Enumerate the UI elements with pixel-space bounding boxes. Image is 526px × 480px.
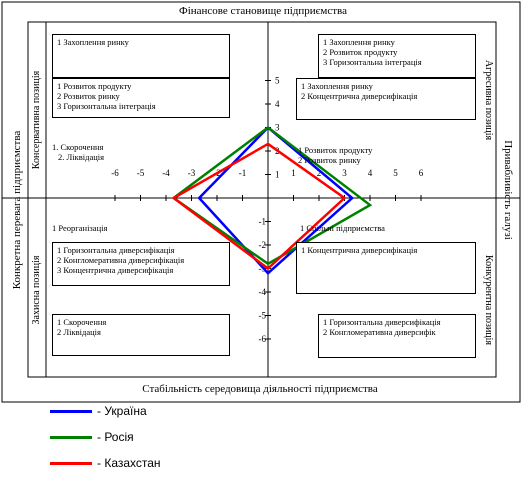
label-defensive: Захисна позиція (31, 255, 42, 324)
x-tick-label: 1 (291, 168, 296, 178)
y-tick-label: -6 (259, 334, 267, 344)
box-tl-mid-line: 3 Горизонтальна інтеграція (57, 101, 156, 111)
box-tl-top: 1 Захоплення ринку (52, 34, 230, 78)
box-bl-top-line: 1 Реорганізація (52, 223, 108, 233)
box-bl-mid: 1 Горизонтальна диверсифікація 2 Конглом… (52, 242, 230, 286)
box-br-low-line: 1 Горизонтальна диверсифікація (323, 317, 441, 327)
box-tr-mid-line: 2 Концентрична диверсифікація (301, 91, 418, 101)
y-tick-label: 4 (275, 99, 280, 109)
title-left: Конкретна перевага підприємства (11, 131, 23, 290)
title-bottom: Стабільність середовища діяльності підпр… (142, 383, 378, 395)
box-tr-top-line: 3 Горизонтальна інтеграція (323, 57, 422, 67)
legend-line-russia (50, 436, 92, 439)
x-tick-label: 3 (342, 168, 347, 178)
box-bl-mid-line: 2 Конгломеративна диверсифікація (57, 255, 185, 265)
x-tick-label: 4 (368, 168, 373, 178)
box-tr-top-line: 2 Розвиток продукту (323, 47, 398, 57)
x-tick-label: -5 (137, 168, 145, 178)
series-polygon-1 (171, 125, 373, 266)
label-competitive: Конкурентна позиція (483, 255, 494, 345)
box-tl-low-line: 1. Скорочення (52, 142, 104, 152)
box-tr-low-line: 2 Розвиток ринку (298, 155, 361, 165)
box-br-mid: 1 Концентрична диверсифікація (296, 242, 476, 294)
box-tr-mid: 1 Захоплення ринку 2 Концентрична диверс… (296, 78, 476, 120)
y-tick-label: -5 (259, 311, 267, 321)
box-tr-top: 1 Захоплення ринку 2 Розвиток продукту 3… (318, 34, 476, 78)
box-tl-mid: 1 Розвиток продукту 2 Розвиток ринку 3 Г… (52, 78, 230, 118)
box-tr-low: 1 Розвиток продукту 2 Розвиток ринку (298, 145, 372, 165)
x-tick-label: -4 (162, 168, 170, 178)
legend-label-kazakhstan: - Казахстан (97, 456, 161, 470)
x-tick-label: -3 (188, 168, 196, 178)
title-top: Фінансове становище підприємства (179, 5, 347, 17)
box-bl-top: 1 Реорганізація (52, 223, 107, 233)
box-br-mid-line: 1 Концентрична диверсифікація (301, 245, 418, 255)
box-tr-low-line: 1 Розвиток продукту (298, 145, 373, 155)
box-bl-low-line: 1 Скорочення (57, 317, 107, 327)
x-tick-label: 6 (419, 168, 424, 178)
box-tr-mid-line: 1 Захоплення ринку (301, 81, 373, 91)
box-tl-mid-line: 2 Розвиток ринку (57, 91, 120, 101)
y-tick-label: -4 (259, 287, 267, 297)
outer-frame (1, 1, 521, 403)
box-tl-low: 1. Скорочення 2. Ліквідація (52, 142, 104, 162)
legend-line-ukraine (50, 410, 92, 413)
box-bl-low: 1 Скорочення 2 Ліквідація (52, 314, 230, 356)
legend-line-kazakhstan (50, 462, 92, 465)
box-tl-low-line: 2. Ліквідація (58, 152, 105, 162)
x-tick-label: -6 (111, 168, 119, 178)
box-bl-mid-line: 3 Концентрична диверсифікація (57, 265, 174, 275)
series-polygon-0 (197, 125, 355, 275)
x-tick-label: 5 (393, 168, 398, 178)
box-tl-top-line: 1 Захоплення ринку (57, 37, 129, 47)
series-polygon-2 (171, 142, 347, 271)
y-tick-label: 1 (275, 170, 280, 180)
box-bl-low-line: 2 Ліквідація (57, 327, 101, 337)
y-tick-label: -2 (259, 240, 267, 250)
box-tr-top-line: 1 Захоплення ринку (323, 37, 395, 47)
label-aggressive: Агресивна позиція (483, 60, 494, 141)
x-tick-label: 2 (317, 168, 322, 178)
label-conservative: Консервативна позиція (31, 70, 42, 169)
legend-label-ukraine: - Україна (97, 404, 147, 418)
box-tl-mid-line: 1 Розвиток продукту (57, 81, 132, 91)
y-tick-label: -1 (259, 217, 267, 227)
box-br-top: 1 Спільні підприємства (300, 223, 385, 233)
y-tick-label: 5 (275, 76, 280, 86)
inner-frame (45, 21, 497, 378)
box-br-low: 1 Горизонтальна диверсифікація 2 Конглом… (318, 314, 476, 358)
x-tick-label: -1 (239, 168, 247, 178)
box-br-low-line: 2 Конгломеративна диверсифік (323, 327, 436, 337)
title-right: Привабливість галузі (502, 140, 514, 240)
box-bl-mid-line: 1 Горизонтальна диверсифікація (57, 245, 175, 255)
box-br-top-line: 1 Спільні підприємства (300, 223, 385, 233)
legend-label-russia: - Росія (97, 430, 134, 444)
y-tick-label: 3 (275, 123, 280, 133)
